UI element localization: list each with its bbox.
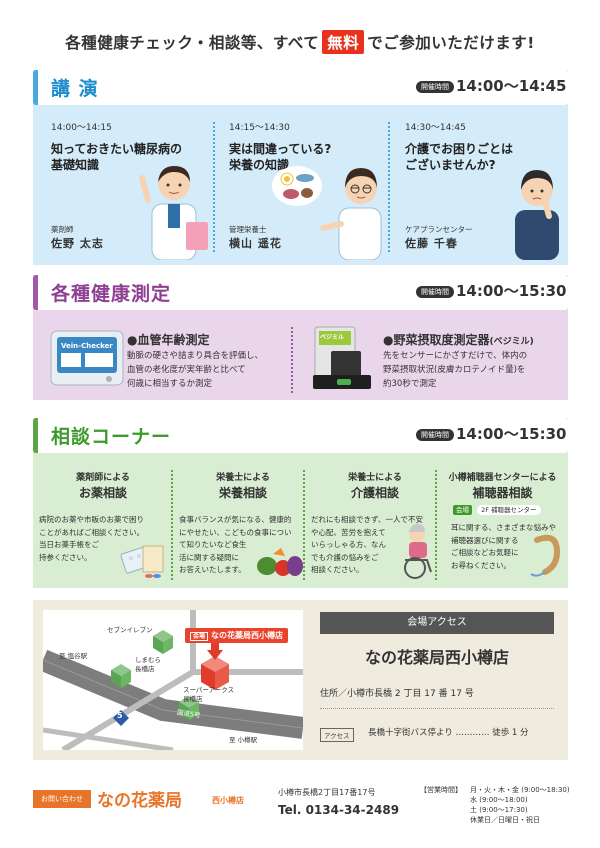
- measure-item-desc: 先をセンサーにかざすだけで、体内の野菜摂取状況(皮膚カロテノイド量)を約30秒で…: [383, 351, 528, 389]
- map-label-otaru: 至 小樽駅: [229, 736, 258, 744]
- consult-time: 14:00～15:30: [456, 425, 567, 443]
- lecture-item-time: 14:15～14:30: [229, 123, 290, 133]
- measure-header: [33, 275, 568, 310]
- measure-item-name: ●野菜摂取度測定器(ベジミル): [383, 333, 534, 347]
- map-label-seven: セブンイレブン: [107, 626, 153, 634]
- hours-label: 【営業時間】: [420, 786, 462, 794]
- vegemil-label: ベジミル: [320, 334, 345, 341]
- map-label-shimamura: しまむら長橋店: [135, 656, 161, 673]
- consult-section: 相談コーナー 開催時間 14:00～15:30 薬剤師による お薬相談 病院のお…: [33, 418, 568, 588]
- consult-sub: 栄養士による: [348, 473, 402, 483]
- brand-branch: 西小樽店: [212, 796, 244, 805]
- divider: [320, 708, 554, 709]
- headline-after: でご参加いただけます!: [367, 34, 535, 52]
- access-bus: 長橋十字街バス停より ………… 徒歩 1 分: [368, 728, 529, 738]
- footer-address: 小樽市長橋2丁目17番17号: [278, 788, 376, 797]
- measure-item-desc: 動脈の硬さや詰まり具合を評価し、血管の老化度が実年齢と比べて何歳に相当するか測定: [127, 351, 264, 389]
- lecture-time-badge: 開催時間: [416, 81, 454, 93]
- lecture-item-time: 14:00～14:15: [51, 123, 112, 133]
- measure-time-badge: 開催時間: [416, 286, 454, 298]
- access-tag: アクセス: [320, 728, 354, 742]
- lecture-item-time: 14:30～14:45: [405, 123, 466, 133]
- contact-badge: お問い合わせ: [33, 790, 91, 808]
- consult-sub: 小樽補聴器センターによる: [448, 473, 557, 483]
- lecture-item-role: 薬剤師: [51, 225, 74, 234]
- headline: 各種健康チェック・相談等、すべて無料でご参加いただけます!: [0, 30, 600, 54]
- consult-item-nutrition: 栄養士による 栄養相談 食事バランスが気になる、健康的にやせたい、こどもの食事に…: [179, 470, 307, 582]
- lecture-item-role: ケアプランセンター: [405, 225, 473, 234]
- consult-item-care: 栄養士による 介護相談 だれにも相談できず、一人で不安や心配、苦労を抱えていらっ…: [311, 470, 439, 582]
- lecture-item-title: 実は間違っている?栄養の知識: [229, 142, 332, 172]
- venue-floor: 2F 補聴器センター: [477, 505, 541, 515]
- access-heading: 会場アクセス: [320, 612, 554, 634]
- access-map: 会場なの花薬局西小樽店 セブンイレブン 至 塩谷駅 しまむら長橋店 スーパーアー…: [43, 610, 303, 750]
- lecture-title: 講 演: [51, 78, 99, 100]
- lecture-time: 14:00～14:45: [456, 77, 567, 95]
- divider: [291, 327, 293, 393]
- lecture-header: [33, 70, 568, 105]
- wheelchair-icon: [404, 524, 432, 579]
- brand-logo: なの花薬局: [97, 791, 182, 811]
- footer-tel[interactable]: Tel. 0134-34-2489: [278, 803, 400, 817]
- vein-checker-label: Vein-Checker: [61, 342, 113, 350]
- divider: [303, 470, 305, 580]
- lecture-item: 14:00～14:15 知っておきたい糖尿病の基礎知識 薬剤師 佐野 太志: [51, 120, 221, 260]
- consult-main: 介護相談: [350, 486, 399, 500]
- map-venue-tag: 会場: [190, 632, 209, 641]
- care-worker-illustration: [515, 170, 559, 260]
- consult-header: [33, 418, 568, 453]
- consult-title: 相談コーナー: [51, 426, 172, 448]
- free-badge: 無料: [322, 30, 365, 54]
- consult-sub: 薬剤師による: [76, 473, 130, 483]
- lecture-item: 14:30～14:45 介護でお困りごとはございませんか? ケアプランセンター …: [405, 120, 575, 260]
- divider: [388, 122, 390, 252]
- map-venue-label: 会場なの花薬局西小樽店: [185, 628, 289, 643]
- lecture-item-person: 佐藤 千春: [405, 237, 458, 250]
- measure-item-name: ●血管年齢測定: [127, 333, 210, 347]
- measure-section: 各種健康測定 開催時間 14:00～15:30 Vein-Checker ●血管…: [33, 275, 568, 400]
- consult-main: お薬相談: [78, 486, 127, 500]
- vein-checker-device: [50, 330, 124, 386]
- route-number: 5: [117, 711, 123, 720]
- consult-sub: 栄養士による: [216, 473, 270, 483]
- pharmacist-illustration: [139, 166, 208, 260]
- consult-item-hearing: 小樽補聴器センターによる 補聴器相談 会場 2F 補聴器センター 耳に関する、さ…: [437, 470, 568, 582]
- venue-tag: 会場: [453, 505, 472, 515]
- divider: [171, 470, 173, 580]
- business-hours: 月・火・木・金 (9:00～18:30)水 (9:00～18:00)土 (9:0…: [470, 786, 570, 824]
- consult-desc: だれにも相談できず、一人で不安や心配、苦労を抱えていらっしゃる方、なんでも介護の…: [311, 515, 423, 574]
- access-section: 会場なの花薬局西小樽店 セブンイレブン 至 塩谷駅 しまむら長橋店 スーパーアー…: [33, 600, 568, 760]
- nutritionist-illustration: [320, 168, 382, 260]
- vegemil-device: [313, 326, 371, 389]
- hearing-aid-icon: [530, 534, 561, 577]
- lecture-item-title: 介護でお困りごとはございませんか?: [405, 142, 514, 172]
- medicine-icon: [120, 545, 164, 578]
- consult-desc: 耳に関する、さまざまな悩みや補聴器選びに関するご相談などお気軽にお尋ねください。: [451, 523, 556, 570]
- divider: [213, 122, 215, 252]
- access-store-name: なの花薬局西小樽店: [364, 648, 509, 667]
- consult-main: 栄養相談: [218, 486, 267, 500]
- lecture-item-person: 横山 遥花: [229, 237, 282, 250]
- lecture-item-person: 佐野 太志: [51, 237, 104, 250]
- map-label-shiomi: 至 塩谷駅: [59, 652, 88, 660]
- consult-desc: 病院のお薬や市販のお薬で困りことがあればご相談ください。当日お薬手帳をご持参くだ…: [39, 515, 144, 562]
- consult-main: 補聴器相談: [472, 486, 533, 500]
- divider: [435, 470, 437, 580]
- consult-item-medicine: 薬剤師による お薬相談 病院のお薬や市販のお薬で困りことがあればご相談ください。…: [39, 470, 167, 582]
- consult-desc: 食事バランスが気になる、健康的にやせたい、こどもの食事について知りたいなど食生活…: [179, 515, 292, 574]
- lecture-section: 講 演 開催時間 14:00～14:45 14:00～14:15 知っておきたい…: [33, 70, 568, 265]
- lecture-item: 14:15～14:30 実は間違っている?栄養の知識 管理栄養士 横山 遥花: [229, 120, 399, 260]
- food-bubble-illustration: [272, 166, 322, 206]
- access-address: 住所／小樽市長橋 2 丁目 17 番 17 号: [320, 689, 474, 699]
- vegetables-icon: [257, 548, 303, 576]
- consult-venue: 会場 2F 補聴器センター: [453, 504, 541, 515]
- measure-time: 14:00～15:30: [456, 282, 567, 300]
- consult-time-badge: 開催時間: [416, 429, 454, 441]
- map-label-superarcs: スーパーアークス長橋店: [183, 686, 235, 703]
- lecture-item-role: 管理栄養士: [229, 225, 267, 234]
- lecture-item-title: 知っておきたい糖尿病の基礎知識: [51, 142, 183, 172]
- headline-before: 各種健康チェック・相談等、すべて: [65, 34, 320, 52]
- measure-title: 各種健康測定: [51, 283, 172, 305]
